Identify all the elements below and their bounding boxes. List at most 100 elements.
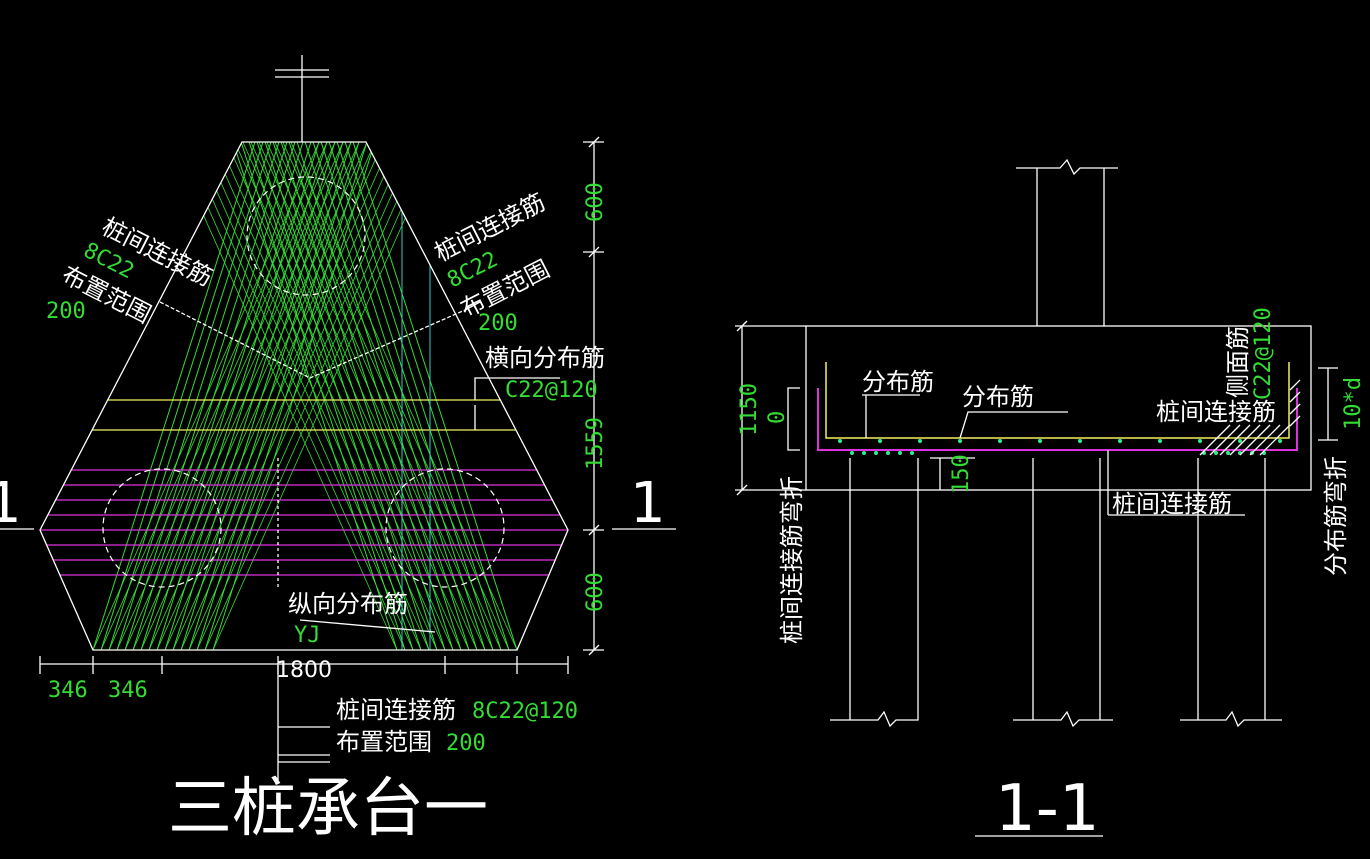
rebar-dot	[998, 439, 1002, 443]
pile-left	[830, 458, 919, 728]
rebar-dot	[918, 439, 922, 443]
pile-right	[1180, 458, 1282, 728]
rebar-dot	[910, 451, 914, 455]
sec-side-spec: C22@120	[1251, 307, 1276, 400]
rebar-line	[132, 142, 303, 650]
rebar-line	[116, 142, 287, 650]
pile-middle	[1013, 458, 1113, 728]
rebar-dot	[1118, 439, 1122, 443]
rebar-line	[172, 142, 343, 650]
rebar-dot	[1078, 439, 1082, 443]
sec-left-bend: 桩间连接筋弯折	[778, 476, 806, 644]
rebar-line	[193, 142, 422, 650]
pile-circle-left	[102, 468, 222, 588]
pile-cap-outline	[39, 141, 569, 651]
rebar-dot	[862, 451, 866, 455]
section-mark-left: 1	[0, 471, 22, 536]
sec-pile-connect: 桩间连接筋	[1156, 398, 1276, 426]
rebar-dot	[1038, 439, 1042, 443]
pile-circle-top	[246, 176, 366, 296]
rebar-line	[289, 142, 462, 650]
rebar-line	[337, 142, 510, 650]
dim-top: 600	[583, 182, 608, 222]
rebar-line	[188, 142, 417, 650]
longitudinal-spec: YJ	[294, 623, 321, 648]
rebar-line	[225, 142, 454, 650]
rebar-line	[281, 142, 454, 650]
sec-distribution2: 分布筋	[962, 383, 1034, 411]
transverse-label: 横向分布筋	[485, 344, 605, 372]
rebar-line	[92, 142, 263, 650]
distribution-rebar	[825, 362, 1290, 439]
dim-mid: 1559	[583, 417, 608, 470]
rebar-line	[212, 142, 383, 650]
rebar-dot	[874, 451, 878, 455]
rebar-line	[156, 142, 327, 650]
bottom-note-label2: 布置范围	[336, 728, 432, 756]
rebar-dots	[838, 439, 1282, 455]
sec-bend-len: 10*d	[1341, 377, 1366, 430]
bottom-note-spec2: 200	[446, 731, 486, 756]
bottom-note-spec1: 8C22@120	[472, 699, 578, 724]
plan-title: 三桩承台一	[168, 772, 488, 846]
rebar-dot	[1278, 439, 1282, 443]
transverse-spec: C22@120	[505, 378, 598, 403]
rebar-line	[100, 142, 271, 650]
rebar-dot	[1238, 439, 1242, 443]
connect-leader	[159, 301, 466, 379]
rebar-line	[217, 142, 446, 650]
rebar-line	[273, 142, 502, 650]
rebar-line	[108, 142, 279, 650]
rebar-dot	[878, 439, 882, 443]
rebar-line	[257, 142, 430, 650]
rebar-line	[249, 142, 478, 650]
plan-view: 桩间连接筋 8C22 布置范围 200 桩间连接筋 8C22 布置范围 200 …	[0, 55, 676, 846]
dim-bottom: 600	[583, 572, 608, 612]
longitudinal-label: 纵向分布筋	[288, 590, 408, 618]
dim-width: 1800	[276, 658, 332, 683]
rebar-line	[257, 142, 486, 650]
sec-pile-connect-bottom: 桩间连接筋	[1112, 490, 1232, 518]
section-view: 1150 0 150 桩间连接筋弯折 分布筋 分布筋 桩间连接筋 桩间连接筋 侧…	[735, 158, 1366, 846]
left-rebar-band	[92, 142, 441, 650]
rebar-line	[164, 142, 335, 650]
rebar-line	[169, 142, 398, 650]
rebar-line	[233, 142, 462, 650]
bottom-note-label1: 桩间连接筋	[336, 696, 456, 724]
rebar-dot	[838, 439, 842, 443]
sec-right-bend: 分布筋弯折	[1322, 456, 1350, 576]
rebar-dot	[1226, 451, 1230, 455]
rebar-line	[185, 142, 414, 650]
section-mark-right: 1	[630, 471, 666, 536]
rebar-line	[204, 142, 433, 650]
left-range-value: 200	[46, 299, 86, 324]
rebar-line	[148, 142, 319, 650]
rebar-dot	[1198, 439, 1202, 443]
rebar-line	[289, 142, 518, 650]
sec-height-dim: 1150	[737, 383, 762, 436]
rebar-line	[188, 142, 359, 650]
sec-height-dim2: 0	[765, 411, 790, 424]
rebar-line	[265, 142, 438, 650]
column-outline	[1016, 158, 1118, 326]
pile-circle-right	[385, 468, 505, 588]
rebar-line	[177, 142, 406, 650]
rebar-dot	[1214, 451, 1218, 455]
rebar-line	[140, 142, 311, 650]
rebar-line	[204, 142, 375, 650]
transverse-rebar-band	[40, 469, 568, 576]
rebar-line	[180, 142, 351, 650]
section-title: 1-1	[995, 772, 1100, 846]
rebar-dot	[898, 451, 902, 455]
rebar-line	[241, 142, 414, 650]
rebar-line	[233, 142, 406, 650]
rebar-dot	[850, 451, 854, 455]
rebar-line	[196, 142, 425, 650]
rebar-line	[265, 142, 494, 650]
rebar-line	[321, 142, 494, 650]
rebar-dot	[958, 439, 962, 443]
rebar-line	[297, 142, 470, 650]
right-rebar-band	[169, 142, 518, 650]
rebar-line	[241, 142, 470, 650]
